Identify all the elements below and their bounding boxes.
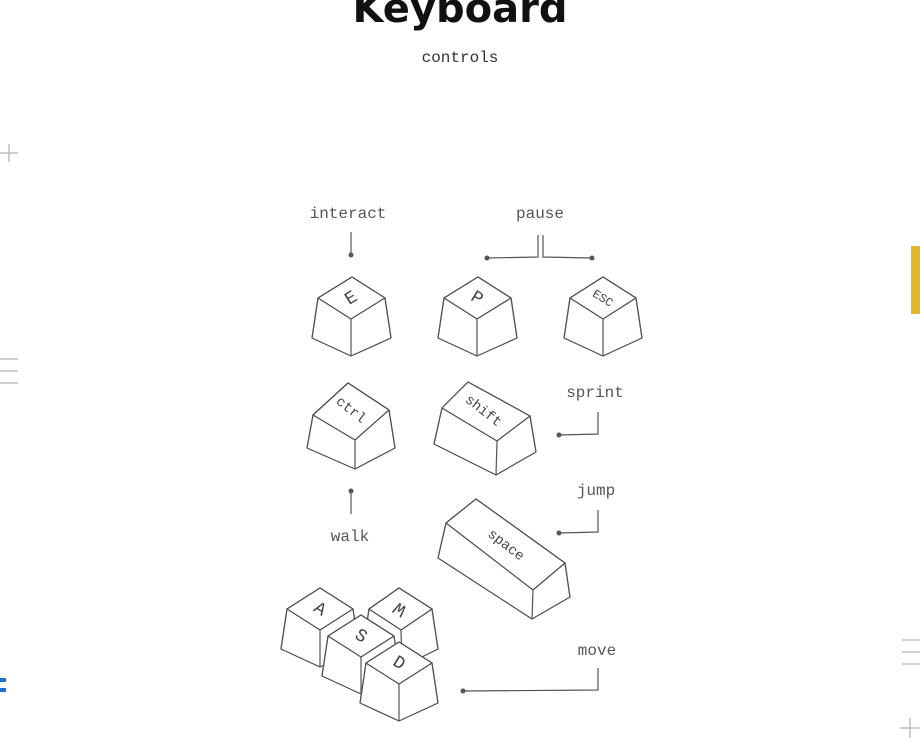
label-jump: jump [577,482,615,500]
key-ctrl[interactable]: ctrl [306,382,396,470]
connector-jump [556,510,599,536]
label-sprint: sprint [566,384,624,402]
plus-icon [0,144,18,162]
connector-sprint [556,412,599,438]
plus-icon [900,718,920,738]
connector-move [460,668,599,694]
connector-interact [348,232,354,258]
key-shift[interactable]: shift [433,381,537,476]
key-p[interactable]: P [437,276,518,357]
label-walk: walk [331,528,369,546]
key-space[interactable]: space [437,498,571,620]
page-title: Keyboard [352,0,568,32]
label-pause: pause [516,205,564,223]
page-subtitle: controls [421,49,499,67]
yellow-side-tab[interactable] [911,246,920,314]
blue-marker-icon [0,678,6,692]
label-interact: interact [310,205,387,223]
label-move: move [578,642,616,660]
connector-pause [484,235,595,261]
key-d[interactable]: D [359,641,439,722]
menu-lines-icon [0,358,18,384]
key-e[interactable]: E [311,276,392,357]
menu-lines-icon [902,639,920,665]
key-esc[interactable]: ESC [563,276,643,357]
connector-walk [348,488,354,514]
